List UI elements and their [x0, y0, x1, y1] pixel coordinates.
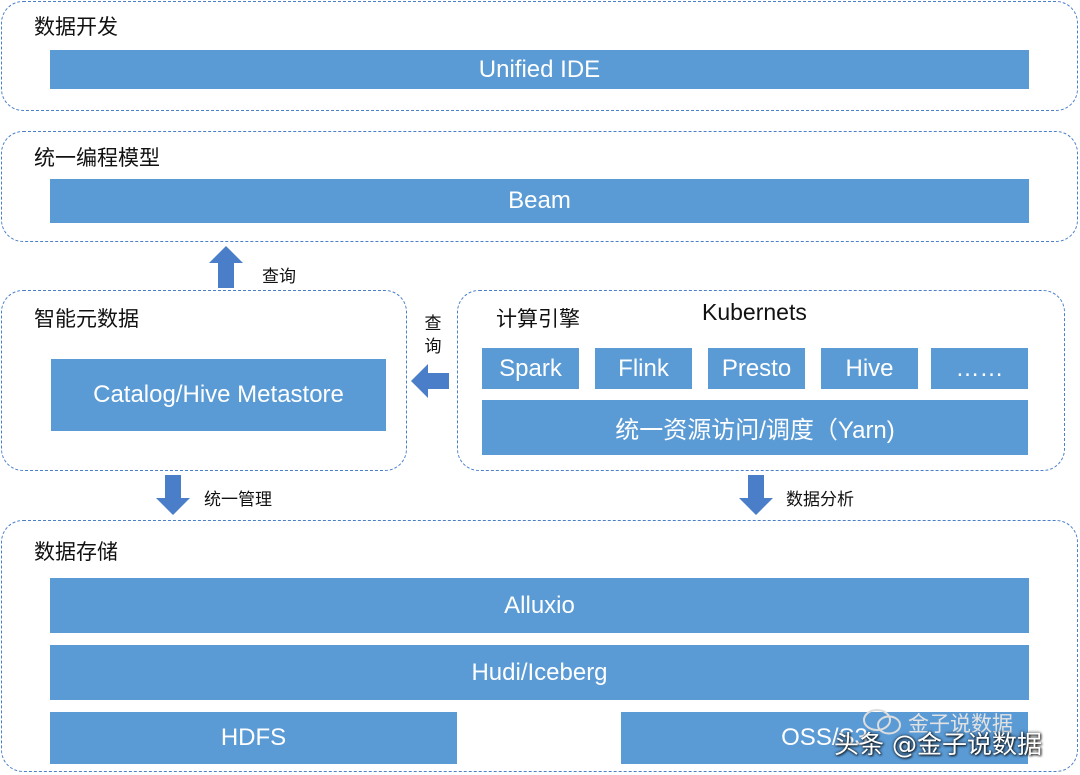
programming-model-title: 统一编程模型 — [34, 146, 160, 170]
kubernetes-label: Kubernets — [702, 299, 807, 325]
engine-presto: Presto — [708, 348, 805, 389]
watermark-top: 金子说数据 — [908, 712, 1013, 736]
metadata-group — [1, 290, 407, 471]
catalog-block: Catalog/Hive Metastore — [51, 359, 386, 431]
engine-spark: Spark — [482, 348, 579, 389]
storage-group — [1, 520, 1078, 772]
arrow-down-analysis-icon — [739, 475, 773, 515]
hudi-block: Hudi/Iceberg — [50, 645, 1029, 700]
arrow-up-icon — [209, 246, 243, 288]
arrow-down-manage-icon — [156, 475, 190, 515]
engine-hive: Hive — [821, 348, 918, 389]
programming-model-group — [1, 131, 1078, 242]
query-left-label: 查询 — [424, 314, 442, 357]
compute-title: 计算引擎 — [496, 307, 580, 331]
alluxio-block: Alluxio — [50, 578, 1029, 633]
data-dev-group — [1, 1, 1078, 111]
yarn-block: 统一资源访问/调度（Yarn) — [482, 400, 1028, 455]
manage-label: 统一管理 — [204, 490, 272, 510]
analysis-label: 数据分析 — [786, 490, 854, 510]
query-up-label: 查询 — [262, 267, 296, 287]
hdfs-block: HDFS — [50, 712, 457, 764]
engine-more: …… — [931, 348, 1028, 389]
beam-block: Beam — [50, 179, 1029, 223]
chat-bubble-icon — [863, 709, 901, 735]
storage-title: 数据存储 — [34, 540, 118, 564]
engine-flink: Flink — [595, 348, 692, 389]
oss-block: OSS/S3 — [621, 712, 1028, 764]
metadata-title: 智能元数据 — [34, 307, 139, 331]
compute-group — [457, 290, 1065, 471]
unified-ide-block: Unified IDE — [50, 50, 1029, 89]
arrow-left-icon — [411, 364, 449, 398]
watermark-bottom: 头条 @金子说数据 — [834, 730, 1042, 759]
data-dev-title: 数据开发 — [34, 15, 118, 39]
